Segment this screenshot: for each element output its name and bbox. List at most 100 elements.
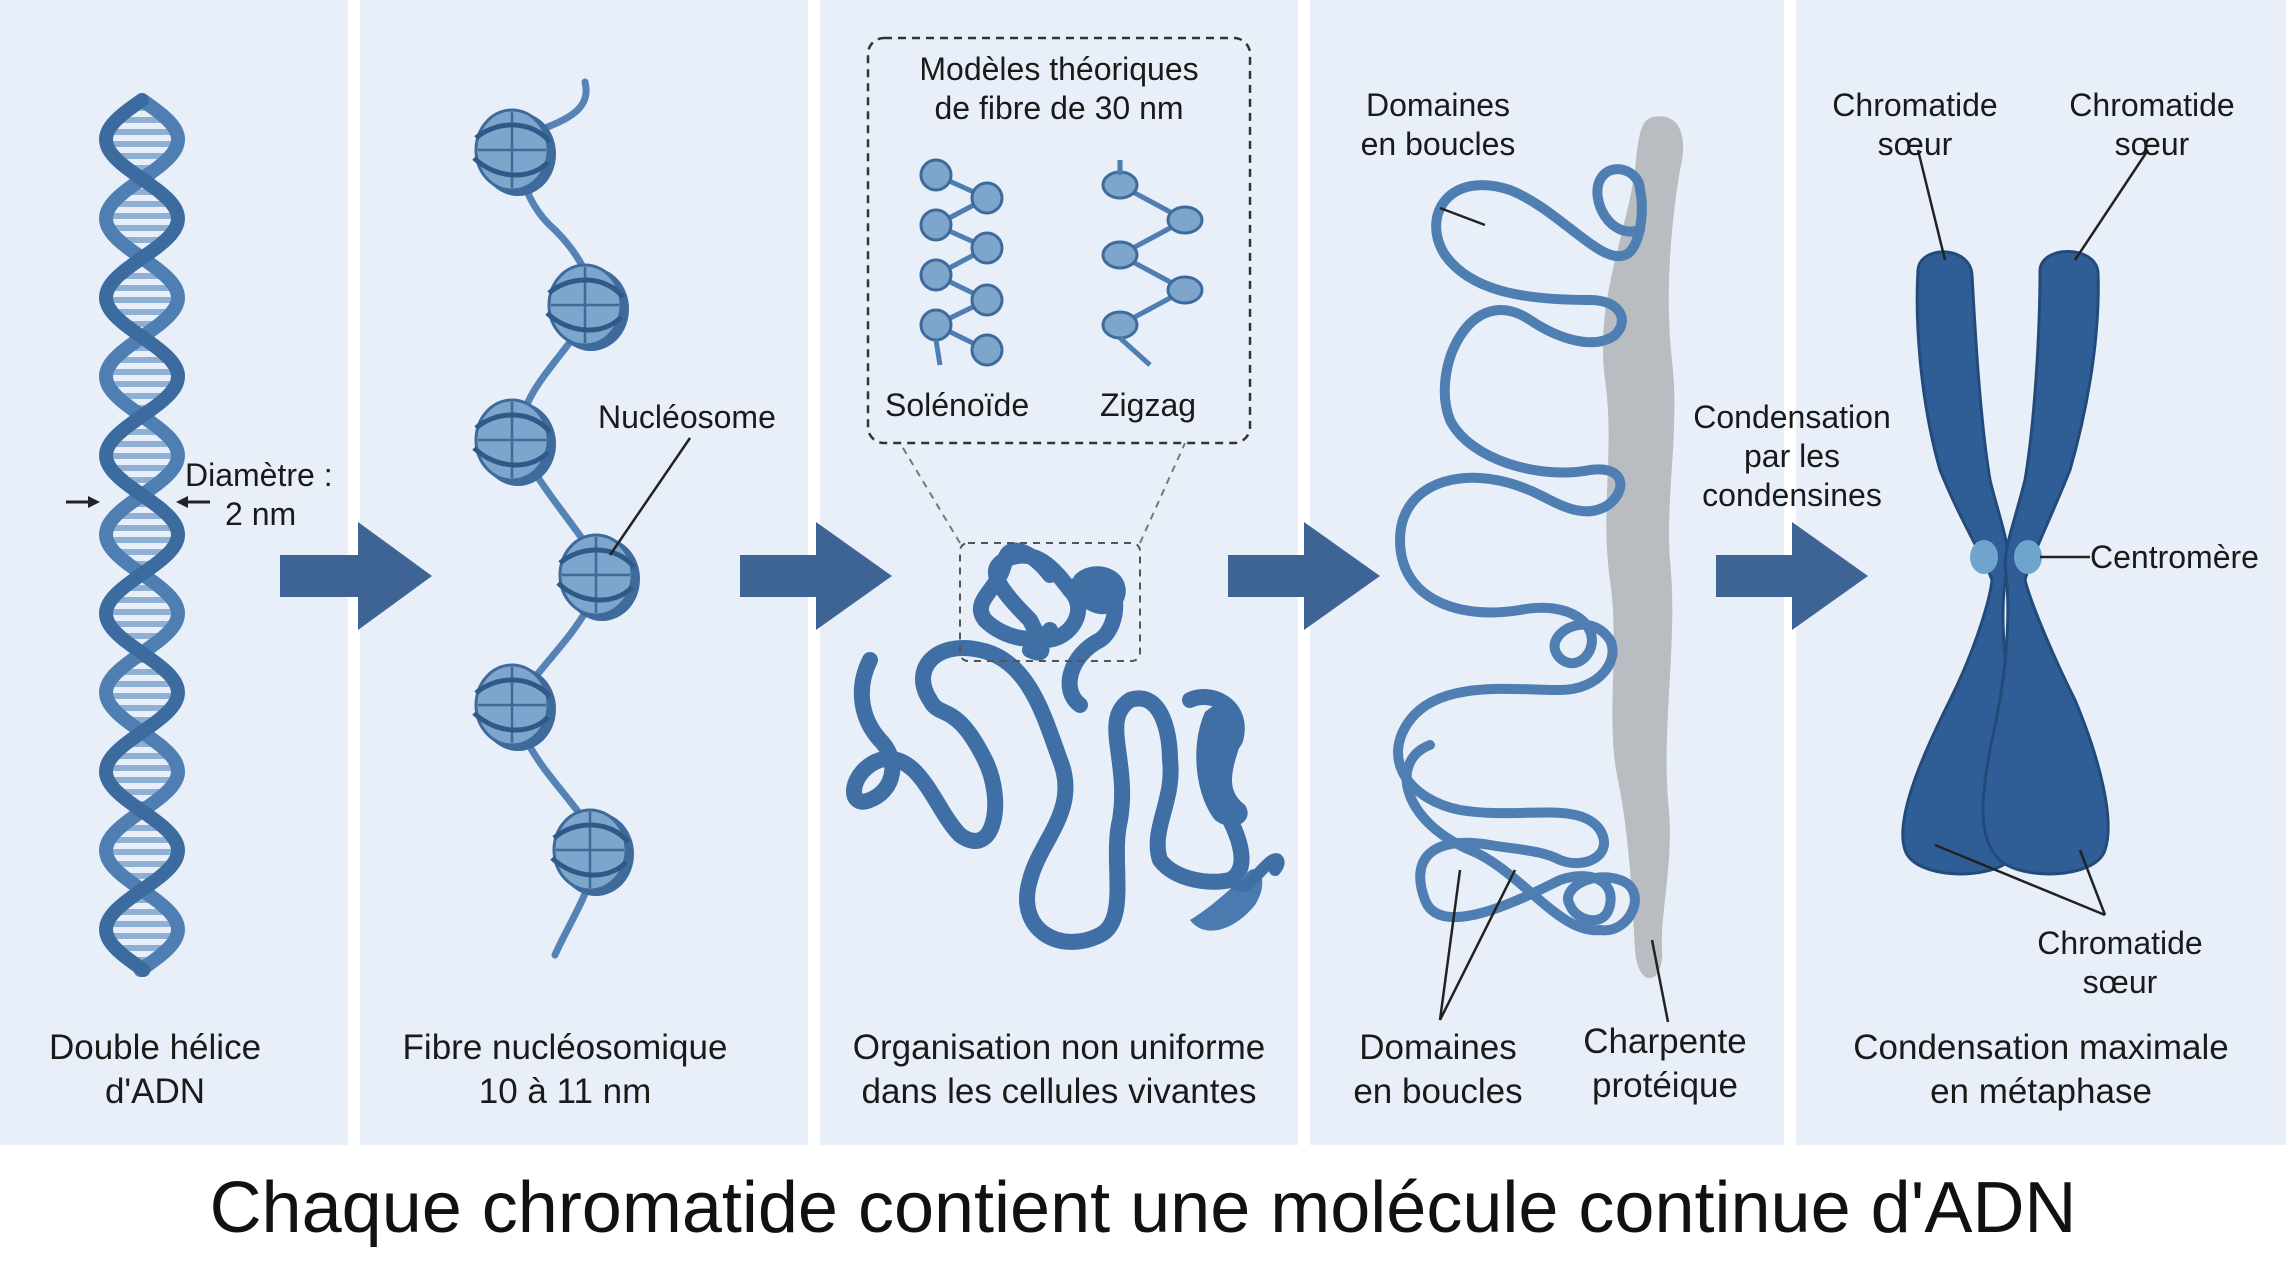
caption-nucleosome-fiber: Fibre nucléosomique 10 à 11 nm [360,1026,770,1114]
zigzag-nucleosome [1166,275,1204,305]
solenoid-nucleosome [919,208,953,242]
sister-chromatid-label-left: Chromatide sœur [1815,86,2015,164]
caption-nucleosome-fiber-line1: Fibre nucléosomique [402,1028,728,1067]
nucleosome [472,663,556,751]
solenoid-nucleosome [970,231,1004,265]
caption-double-helix-line1: Double hélice [48,1028,262,1067]
zoom-line-right [1139,442,1186,544]
bottom-chromatid-leader-left [1934,843,2106,917]
arrow-2 [740,522,892,630]
sister-chromatid-bottom-line2: sœur [2082,964,2158,1000]
solenoid-nucleosome [919,258,953,292]
caption-loop-domains: Domaines en boucles [1318,1026,1558,1114]
solenoid-label: Solénoïde [885,387,1030,423]
caption-nonuniform-line1: Organisation non uniforme [852,1028,1266,1067]
diameter-label-line1: Diamètre : [185,457,333,493]
protein-scaffold [1602,116,1684,979]
sister-chromatid-leader-right [2073,149,2150,261]
caption-metaphase: Condensation maximale en métaphase [1796,1026,2286,1114]
nucleosome-fiber [472,78,692,959]
solenoid-nucleosome [919,308,953,342]
sister-chromatid-left-line1: Chromatide [1832,87,1998,123]
condensation-line1: Condensation [1693,399,1891,435]
diameter-label: Diamètre : 2 nm [185,456,333,534]
chromatin-fiber-end [1224,853,1285,893]
zigzag-nucleosome [1101,310,1139,340]
dna-strand-b [98,93,186,977]
nucleosome [545,263,629,351]
zigzag-model [1101,160,1204,367]
arrow-1 [280,522,432,630]
nucleosome-leader-line [608,437,692,556]
caption-nucleosome-fiber-line2: 10 à 11 nm [478,1072,652,1111]
caption-double-helix: Double hélice d'ADN [0,1026,310,1114]
loops-top-label-line1: Domaines [1365,87,1511,123]
sister-chromatid-leader-left [1916,149,1947,261]
sister-chromatid-right-line1: Chromatide [2069,87,2235,123]
solenoid-nucleosome [970,333,1004,367]
loops-top-label-line2: en boucles [1360,126,1516,162]
caption-metaphase-line1: Condensation maximale [1853,1028,2229,1067]
scaffold-leader [1650,939,1670,1023]
zigzag-nucleosome [1101,240,1139,270]
caption-double-helix-line2: d'ADN [104,1072,206,1111]
metaphase-chromosome [1901,149,2150,917]
sister-chromatid-bottom-line1: Chromatide [2037,925,2203,961]
condensation-line2: par les [1743,438,1841,474]
solenoid-model [919,158,1004,367]
centromere-right [2014,540,2042,574]
chromatin-dense-region-1 [1196,703,1248,827]
bottom-loop-leader-2 [1438,869,1517,1021]
solenoid-nucleosome [919,158,953,192]
chromatid-right [1981,250,2110,876]
figure-footer: Chaque chromatide contient une molécule … [209,1168,2077,1248]
chromatin-loops [1393,164,1647,936]
sister-chromatid-right-line2: sœur [2114,126,2190,162]
inset-title-line1: Modèles théoriques [919,51,1199,87]
panel-loop-domains [1310,0,1784,1145]
sister-chromatid-left-line2: sœur [1877,126,1953,162]
zigzag-nucleosome [1101,170,1139,200]
nucleosome [556,533,640,621]
inset-title: Modèles théoriques de fibre de 30 nm [868,50,1250,128]
loop-domains [1393,116,1684,1023]
panel-metaphase-chromosome [1796,0,2286,1145]
sister-chromatid-label-bottom: Chromatide sœur [2020,924,2220,1002]
solenoid-nucleosome [970,181,1004,215]
caption-loop-domains-line1: Domaines [1359,1028,1517,1067]
caption-loop-domains-line2: en boucles [1353,1072,1523,1111]
dna-strand-a [98,93,186,977]
nucleosome-label: Nucléosome [598,399,776,435]
loops-top-label: Domaines en boucles [1338,86,1538,164]
diameter-label-line2: 2 nm [225,496,297,532]
chromatin-fiber [846,547,1250,950]
caption-protein-scaffold-line2: protéique [1592,1066,1738,1105]
nucleosome [472,398,556,486]
chromatin-fiber-upper [972,552,1058,647]
chromatin-nonuniform [846,36,1285,950]
sister-chromatid-label-right: Chromatide sœur [2052,86,2252,164]
zoom-line-left [899,442,961,544]
condensation-label: Condensation par les condensines [1672,398,1912,515]
chromatin-loops-lower [1401,740,1605,936]
chromatin-fiber-top [997,542,1123,598]
bottom-chromatid-leader-right [2078,849,2107,916]
caption-metaphase-line2: en métaphase [1930,1072,2152,1111]
solenoid-nucleosome [970,283,1004,317]
caption-protein-scaffold-line1: Charpente [1583,1022,1747,1061]
caption-nonuniform: Organisation non uniforme dans les cellu… [820,1026,1298,1114]
inset-30nm-models [866,36,1252,445]
dna-double-helix [66,93,210,977]
nucleosome [472,108,556,196]
zigzag-label: Zigzag [1100,387,1197,423]
centromere-label: Centromère [2090,539,2259,575]
zoom-region-box [959,542,1141,662]
nucleosome [550,808,634,896]
caption-nonuniform-line2: dans les cellules vivantes [861,1072,1257,1111]
top-loop-leader [1439,206,1486,227]
diameter-marker [66,496,210,508]
arrow-4 [1716,522,1868,630]
zigzag-nucleosome [1166,205,1204,235]
